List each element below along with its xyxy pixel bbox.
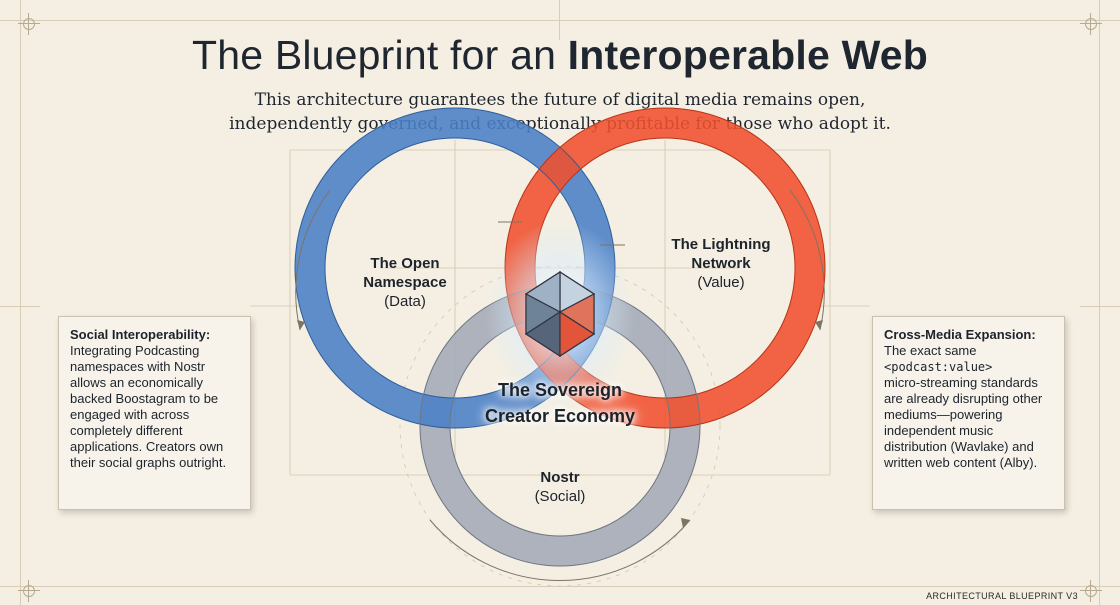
side-tick-left (0, 306, 40, 307)
frame-right (1099, 0, 1100, 605)
page-title: The Blueprint for an Interoperable Web (191, 32, 929, 78)
center-label: The Sovereign Creator Economy (484, 380, 636, 426)
code-snippet: <podcast:value> (884, 360, 993, 374)
crystal-icon (524, 270, 596, 358)
card-body-before: The exact same (884, 343, 977, 358)
corner-crosshair-tl (18, 13, 40, 35)
lightning-label: The Lightning Network (Value) (671, 236, 771, 291)
frame-top (0, 20, 1120, 21)
card-body-after: micro-streaming standards are already di… (884, 375, 1043, 470)
arrow-heads (297, 320, 823, 528)
frame-bottom (0, 586, 1120, 587)
namespace-label: The Open Namespace (Data) (363, 255, 447, 310)
cross-media-card: Cross-Media Expansion: The exact same <p… (872, 316, 1065, 510)
card-body: Integrating Podcasting namespaces with N… (70, 343, 227, 470)
corner-crosshair-tr (1080, 13, 1102, 35)
side-tick-right (1080, 306, 1120, 307)
frame-left (20, 0, 21, 605)
corner-crosshair-bl (18, 580, 40, 602)
footer-label: ARCHITECTURAL BLUEPRINT V3 (926, 591, 1078, 601)
card-heading: Cross-Media Expansion: (884, 327, 1036, 342)
social-interoperability-card: Social Interoperability: Integrating Pod… (58, 316, 251, 510)
card-heading: Social Interoperability: (70, 327, 211, 342)
flow-arrows (295, 189, 825, 581)
nostr-label: Nostr (Social) (534, 469, 586, 505)
corner-crosshair-br (1080, 580, 1102, 602)
center-tick-top (559, 0, 560, 40)
